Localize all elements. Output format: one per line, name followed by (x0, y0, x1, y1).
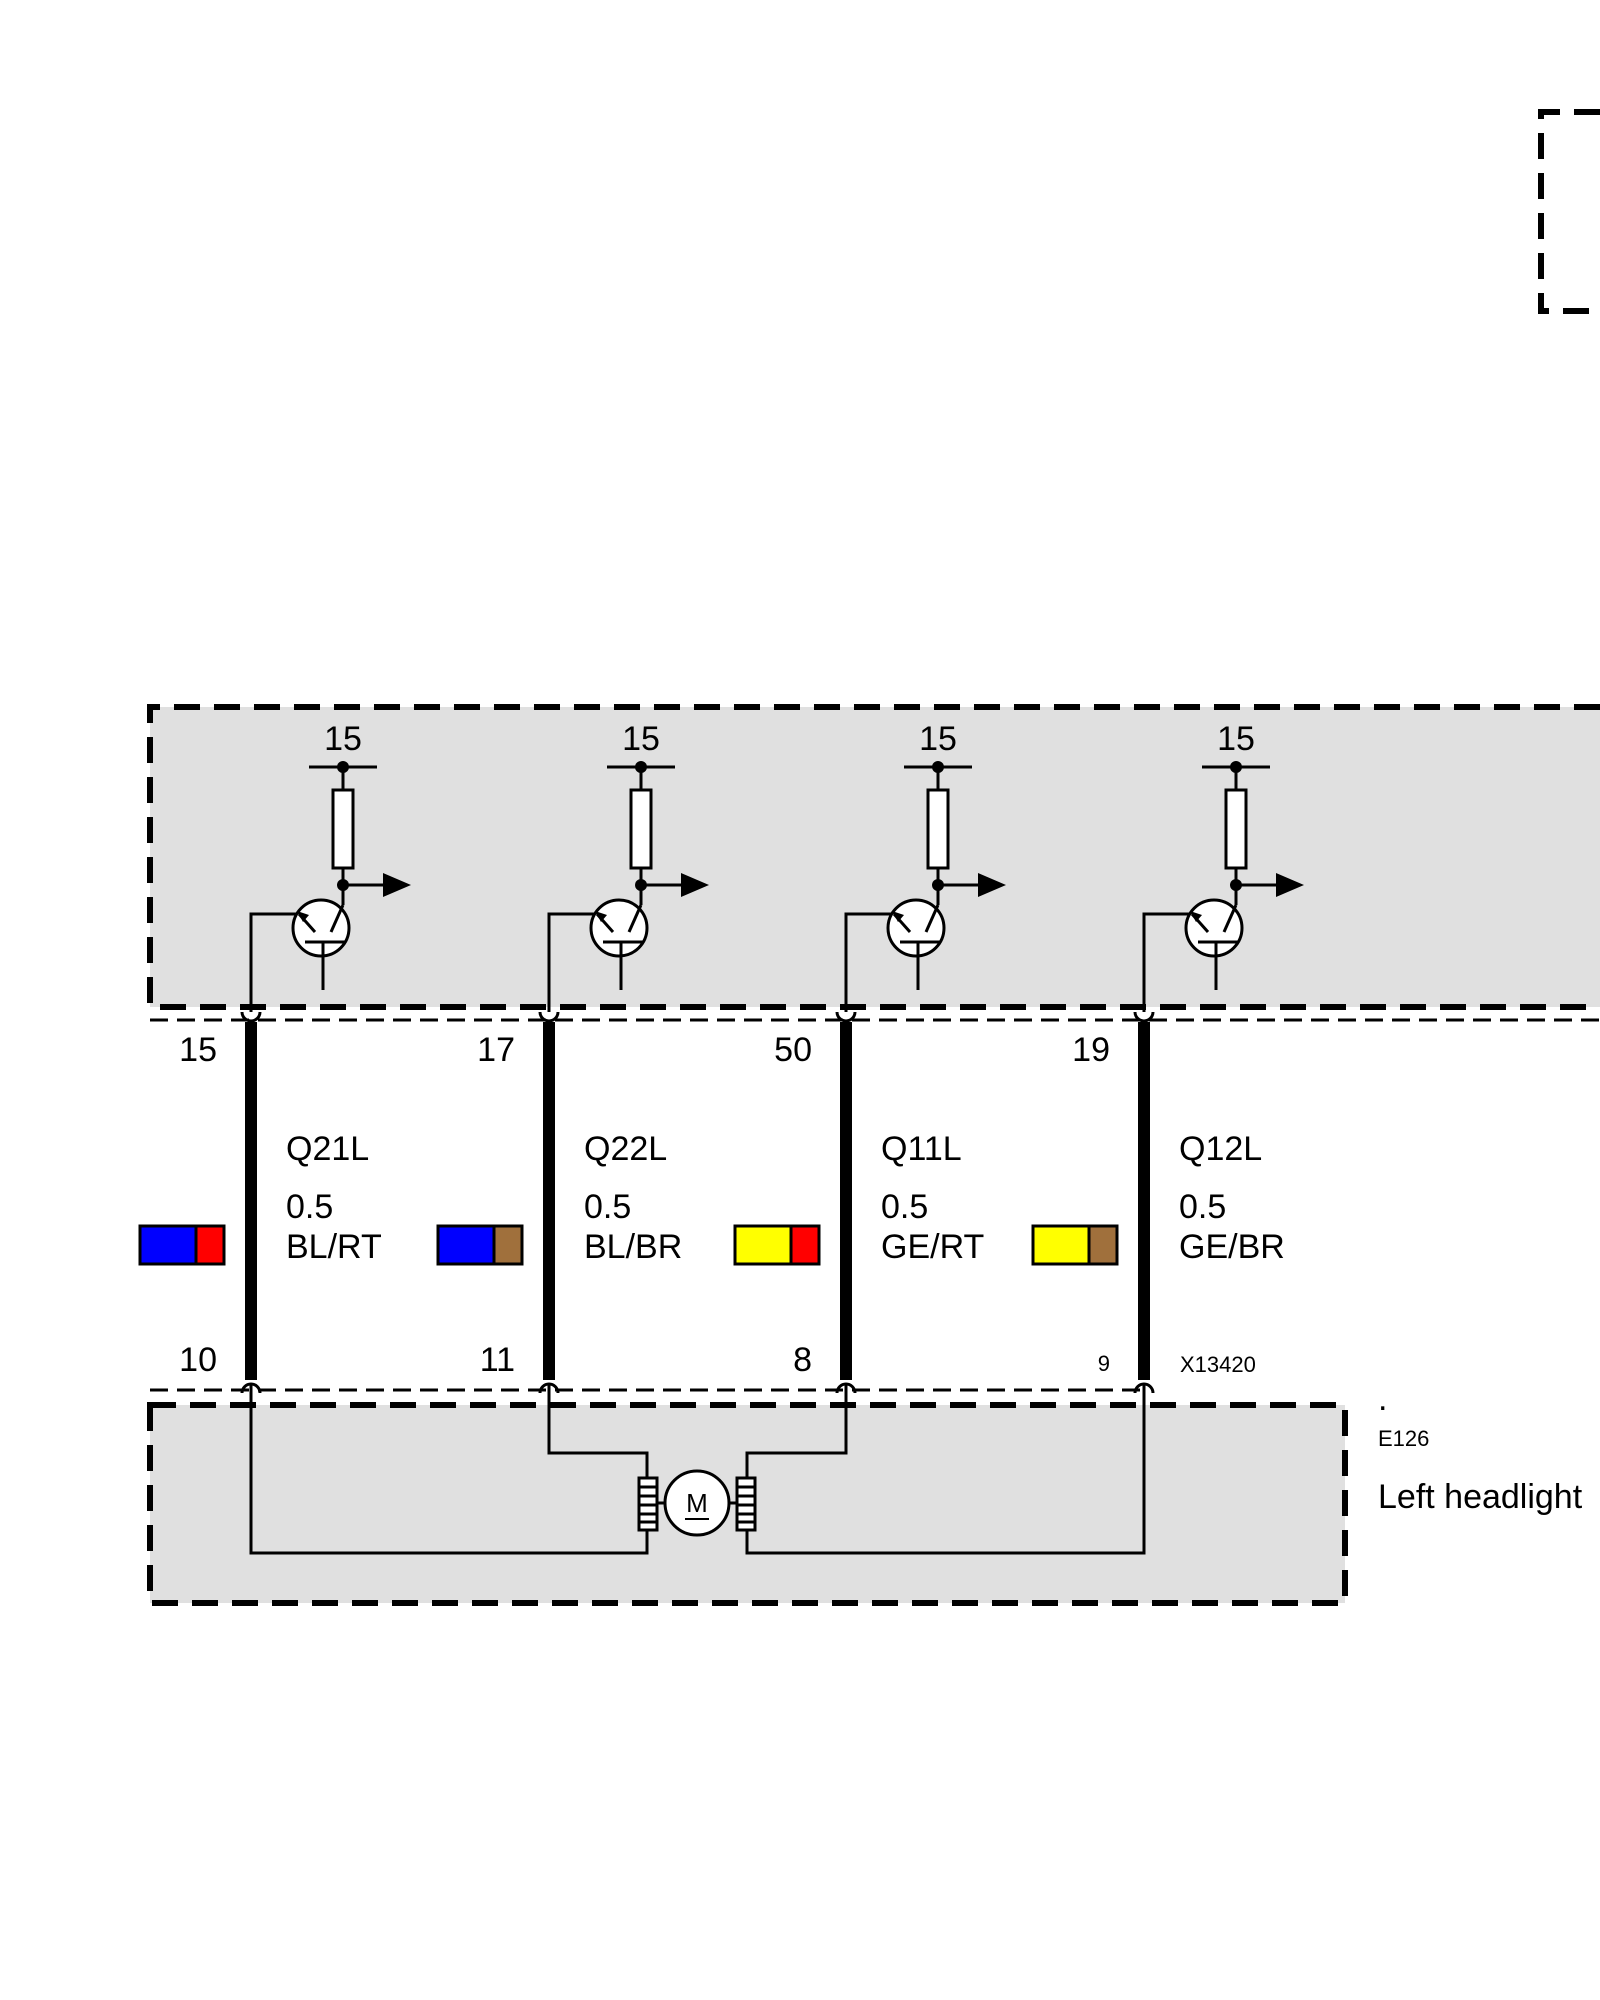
terminal-top (538, 1011, 560, 1023)
terminal-bottom (538, 1382, 560, 1394)
pin-bottom-label: 10 (179, 1341, 217, 1379)
pin-bottom-label: 9 (1098, 1351, 1110, 1376)
wire-color-swatch (1031, 1224, 1119, 1266)
wire-size: 0.5 (286, 1188, 333, 1226)
base-wire (547, 912, 595, 1012)
supply-label: 15 (1217, 720, 1255, 758)
transistor-icon (1184, 898, 1244, 990)
driver-circuits: 15 15 15 15 (249, 720, 1304, 1012)
partial-module-box (1538, 109, 1600, 314)
motor-wire-3 (745, 1385, 848, 1478)
wire-code: Q22L (584, 1130, 667, 1168)
wire-color-code: GE/BR (1179, 1228, 1285, 1266)
component-dot: . (1378, 1380, 1387, 1418)
resistor-symbol (926, 788, 950, 870)
control-module (147, 704, 1600, 1022)
motor-winding-right (735, 1476, 757, 1532)
terminal-top (835, 1011, 857, 1023)
base-wire (249, 912, 297, 1012)
driver-circuit: 15 (249, 720, 411, 1012)
wire-size: 0.5 (1179, 1188, 1226, 1226)
wire-color-swatch (436, 1224, 524, 1266)
terminal-top (1133, 1011, 1155, 1023)
driver-circuit: 15 (547, 720, 709, 1012)
pin-bottom-label: 11 (480, 1341, 515, 1379)
signal-arrow-icon (383, 873, 411, 897)
wire-color-swatch (733, 1224, 821, 1266)
motor-symbol-label: M (686, 1488, 708, 1518)
base-wire (844, 912, 892, 1012)
component-name: Left headlight (1378, 1478, 1583, 1516)
wire-color-swatch (138, 1224, 226, 1266)
resistor-symbol (629, 788, 653, 870)
supply-label: 15 (324, 720, 362, 758)
connector-id: X13420 (1180, 1352, 1256, 1377)
motor-wire-1 (249, 1385, 649, 1555)
motor-wire-2 (547, 1385, 649, 1478)
driver-circuit: 15 (844, 720, 1006, 1012)
control-module-box (147, 704, 1600, 1010)
transistor-icon (886, 898, 946, 990)
base-wire (1142, 912, 1190, 1012)
wire-code: Q11L (881, 1130, 962, 1168)
wire-color-code: BL/RT (286, 1228, 382, 1266)
motor-winding-left (637, 1476, 659, 1532)
wire-color-code: BL/BR (584, 1228, 682, 1266)
wire-size: 0.5 (881, 1188, 928, 1226)
transistor-icon (291, 898, 351, 990)
pin-bottom-label: 8 (793, 1341, 812, 1379)
signal-arrow-icon (681, 873, 709, 897)
supply-label: 15 (919, 720, 957, 758)
driver-circuit: 15 (1142, 720, 1304, 1012)
wire-code: Q12L (1179, 1130, 1262, 1168)
resistor-symbol (331, 788, 355, 870)
wire-harness: 1510Q21L0.5BL/RT1711Q22L0.5BL/BR508Q11L0… (138, 1011, 1285, 1394)
terminal-bottom (835, 1382, 857, 1394)
terminal-bottom (240, 1382, 262, 1394)
resistor-symbol (1224, 788, 1248, 870)
transistor-icon (589, 898, 649, 990)
motor-assembly: M (249, 1385, 1146, 1555)
component-id: E126 (1378, 1426, 1429, 1451)
pin-top-label: 50 (774, 1031, 812, 1069)
motor-wire-4 (745, 1385, 1146, 1555)
signal-arrow-icon (978, 873, 1006, 897)
pin-top-label: 15 (179, 1031, 217, 1069)
wire-code: Q21L (286, 1130, 369, 1168)
motor-symbol-circle (663, 1469, 731, 1537)
wire-color-code: GE/RT (881, 1228, 984, 1266)
terminal-top (240, 1011, 262, 1023)
pin-top-label: 19 (1072, 1031, 1110, 1069)
wire-size: 0.5 (584, 1188, 631, 1226)
pin-top-label: 17 (477, 1031, 515, 1069)
supply-label: 15 (622, 720, 660, 758)
signal-arrow-icon (1276, 873, 1304, 897)
terminal-bottom (1133, 1382, 1155, 1394)
